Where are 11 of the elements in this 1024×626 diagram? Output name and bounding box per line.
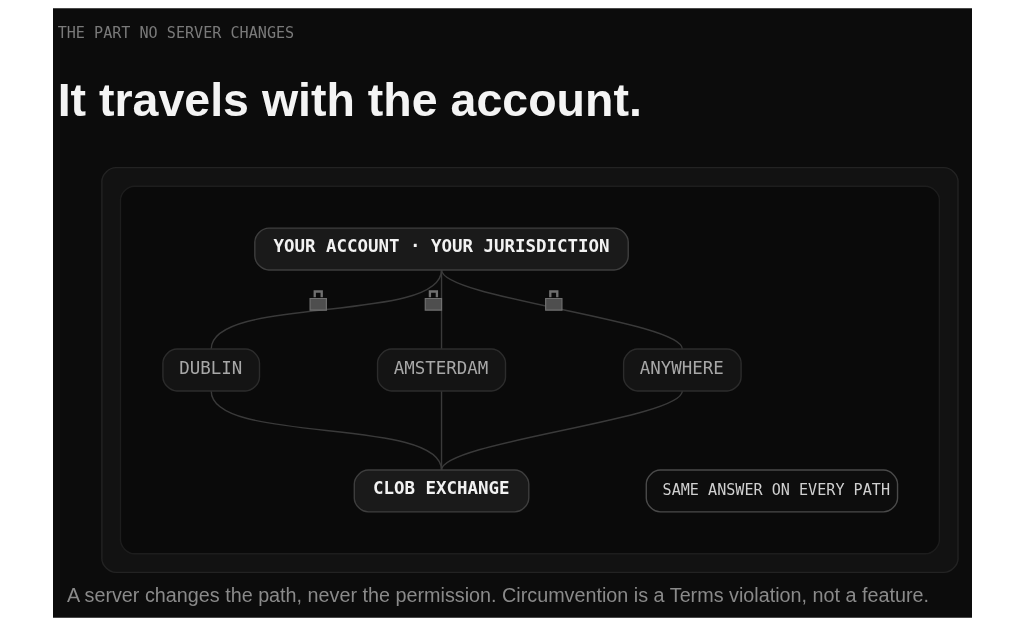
label: THE PART NO SERVER CHANGES: [57, 23, 294, 42]
node-box: AMSTERDAM: [376, 348, 506, 392]
node-box: DUBLIN: [161, 348, 260, 392]
node-box: CLOB EXCHANGE: [353, 469, 529, 513]
connector: [210, 390, 442, 471]
diagram-title: It travels with the account.: [57, 74, 642, 127]
caption: A server changes the path, never the permission. Circumvention is a Terms violation, not a feature.: [66, 584, 929, 607]
node-box: ANYWHERE: [622, 348, 742, 392]
connector: [440, 390, 683, 471]
node-box: SAME ANSWER ON EVERY PATH: [645, 469, 898, 513]
node-box: YOUR ACCOUNT · YOUR JURISDICTION: [253, 227, 629, 271]
